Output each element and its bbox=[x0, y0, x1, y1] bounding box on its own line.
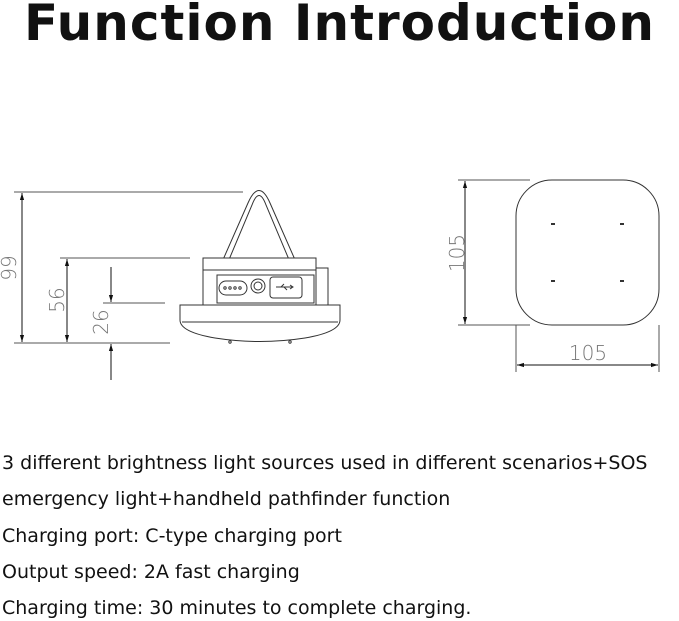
description-line: Output speed: 2A fast charging bbox=[2, 561, 300, 583]
description-line: Charging time: 30 minutes to complete ch… bbox=[2, 597, 472, 619]
description-line: Charging port: C-type charging port bbox=[2, 525, 342, 547]
dim-105-height-label: 105 bbox=[445, 234, 469, 272]
description-line: emergency light+handheld pathfinder func… bbox=[2, 488, 451, 510]
dim-56-label: 56 bbox=[45, 287, 69, 312]
description-line: 3 different brightness light sources use… bbox=[2, 452, 648, 474]
page-title: Function Introduction bbox=[23, 0, 655, 52]
side-view bbox=[14, 190, 341, 380]
top-view bbox=[458, 179, 660, 372]
dim-105-width-label: 105 bbox=[569, 341, 607, 365]
lamp-side-drawing bbox=[179, 190, 341, 344]
dimension-diagram: 99 56 26 105 105 bbox=[0, 179, 660, 380]
dim-99-label: 99 bbox=[0, 255, 21, 280]
dim-26-label: 26 bbox=[89, 309, 113, 334]
lamp-top-drawing bbox=[515, 179, 660, 326]
